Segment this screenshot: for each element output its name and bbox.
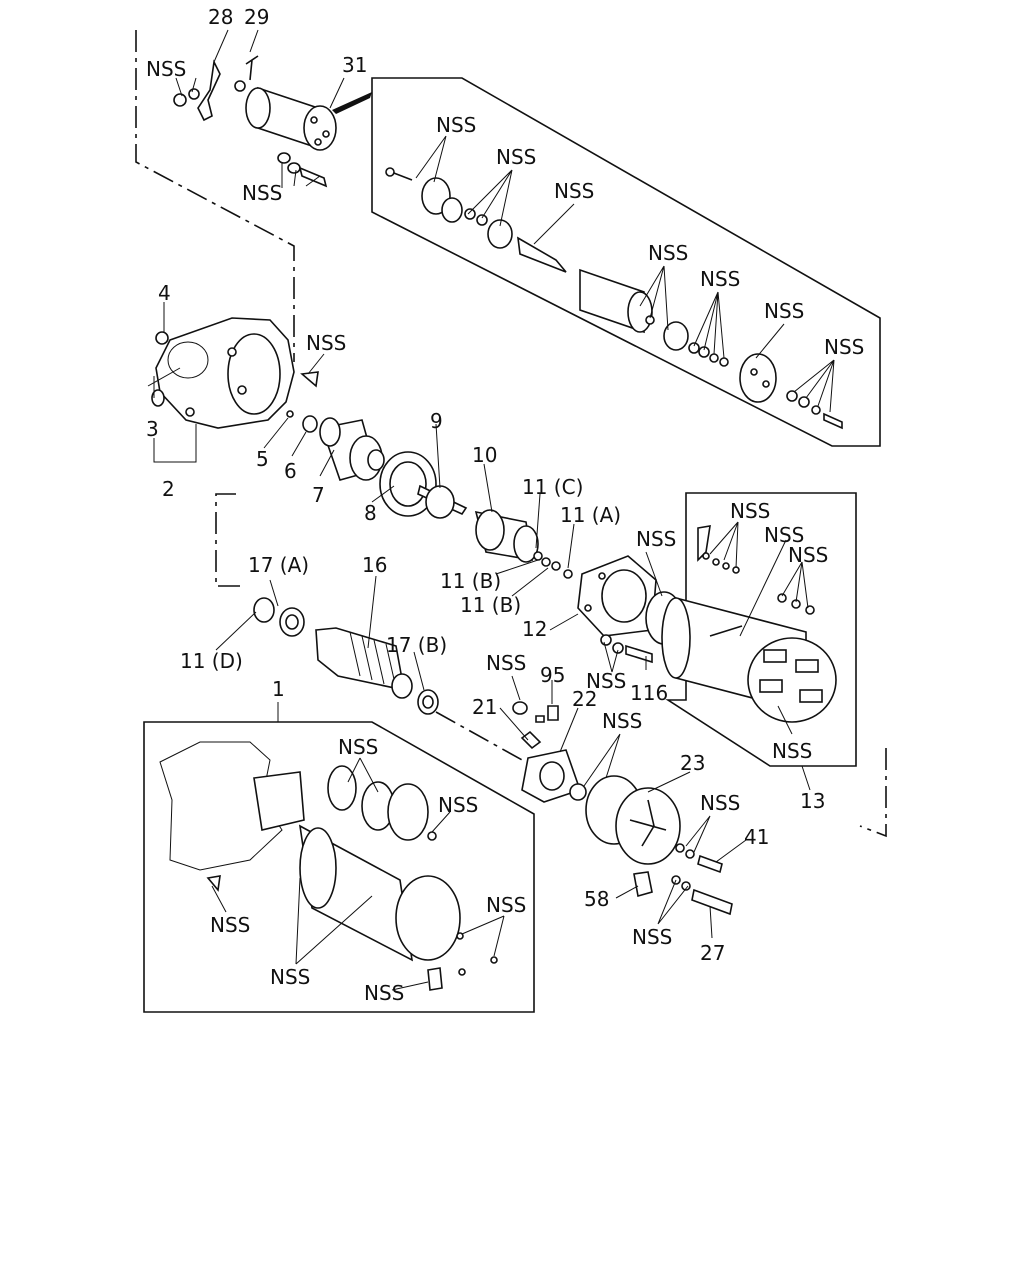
label-7: 7 bbox=[312, 483, 325, 507]
label-6: 6 bbox=[284, 459, 297, 483]
nss-label: NSS bbox=[788, 543, 828, 567]
nss-label: NSS bbox=[764, 299, 804, 323]
label-17a: 17 (A) bbox=[248, 553, 309, 577]
label-11c: 11 (C) bbox=[522, 475, 583, 499]
solenoid-detail-box bbox=[371, 77, 881, 447]
nss-label: NSS bbox=[436, 113, 476, 137]
nss-label: NSS bbox=[554, 179, 594, 203]
nss-label: NSS bbox=[486, 651, 526, 675]
label-21: 21 bbox=[472, 695, 497, 719]
solenoid-detail-parts bbox=[385, 167, 843, 430]
label-17b: 17 (B) bbox=[386, 633, 447, 657]
label-27: 27 bbox=[700, 941, 725, 965]
label-13: 13 bbox=[800, 789, 825, 813]
label-5: 5 bbox=[256, 447, 269, 471]
label-16: 16 bbox=[362, 553, 387, 577]
label-95: 95 bbox=[540, 663, 565, 687]
nss-label: NSS bbox=[146, 57, 186, 81]
label-58: 58 bbox=[584, 887, 609, 911]
label-11d: 11 (D) bbox=[180, 649, 243, 673]
small-parts-21-22-95 bbox=[512, 701, 582, 803]
nss-label: NSS bbox=[364, 981, 404, 1005]
nss-label: NSS bbox=[700, 267, 740, 291]
nss-label: NSS bbox=[700, 791, 740, 815]
label-31: 31 bbox=[342, 53, 367, 77]
nss-label: NSS bbox=[486, 893, 526, 917]
armature-16 bbox=[253, 597, 439, 715]
label-23: 23 bbox=[680, 751, 705, 775]
label-11a: 11 (A) bbox=[560, 503, 621, 527]
label-11b-2: 11 (B) bbox=[460, 593, 521, 617]
dash-line-mid bbox=[435, 711, 541, 771]
label-2: 2 bbox=[162, 477, 175, 501]
nss-label: NSS bbox=[496, 145, 536, 169]
nss-label: NSS bbox=[338, 735, 378, 759]
dash-line-top bbox=[135, 30, 295, 362]
label-11b-1: 11 (B) bbox=[440, 569, 501, 593]
label-1: 1 bbox=[272, 677, 285, 701]
label-22: 22 bbox=[572, 687, 597, 711]
label-41: 41 bbox=[744, 825, 769, 849]
label-28: 28 bbox=[208, 5, 233, 29]
dash-line-left bbox=[215, 493, 240, 587]
nss-label: NSS bbox=[586, 669, 626, 693]
label-116: 116 bbox=[630, 681, 668, 705]
assembly-detail-box bbox=[143, 721, 535, 1013]
nss-label: NSS bbox=[602, 709, 642, 733]
label-10: 10 bbox=[472, 443, 497, 467]
drive-train-parts bbox=[302, 415, 573, 579]
label-4: 4 bbox=[158, 281, 171, 305]
nss-label: NSS bbox=[764, 523, 804, 547]
nss-label: NSS bbox=[438, 793, 478, 817]
nss-label: NSS bbox=[824, 335, 864, 359]
leader-lines bbox=[147, 29, 835, 991]
label-3: 3 bbox=[146, 417, 159, 441]
solenoid-31 bbox=[173, 55, 372, 188]
nss-label: NSS bbox=[270, 965, 310, 989]
nss-label: NSS bbox=[210, 913, 250, 937]
label-9: 9 bbox=[430, 409, 443, 433]
dash-line-right bbox=[859, 748, 887, 838]
assembly-1-contents bbox=[159, 741, 498, 991]
nss-label: NSS bbox=[242, 181, 282, 205]
yoke-field-coil-13 bbox=[661, 525, 837, 723]
nss-label: NSS bbox=[730, 499, 770, 523]
drive-housing-2 bbox=[151, 317, 319, 429]
nss-label: NSS bbox=[306, 331, 346, 355]
nss-label: NSS bbox=[636, 527, 676, 551]
end-cover-23 bbox=[569, 775, 733, 916]
nss-label: NSS bbox=[772, 739, 812, 763]
nss-label: NSS bbox=[648, 241, 688, 265]
label-29: 29 bbox=[244, 5, 269, 29]
label-12: 12 bbox=[522, 617, 547, 641]
field-coil-detail-box bbox=[665, 492, 857, 767]
label-8: 8 bbox=[364, 501, 377, 525]
nss-label: NSS bbox=[632, 925, 672, 949]
